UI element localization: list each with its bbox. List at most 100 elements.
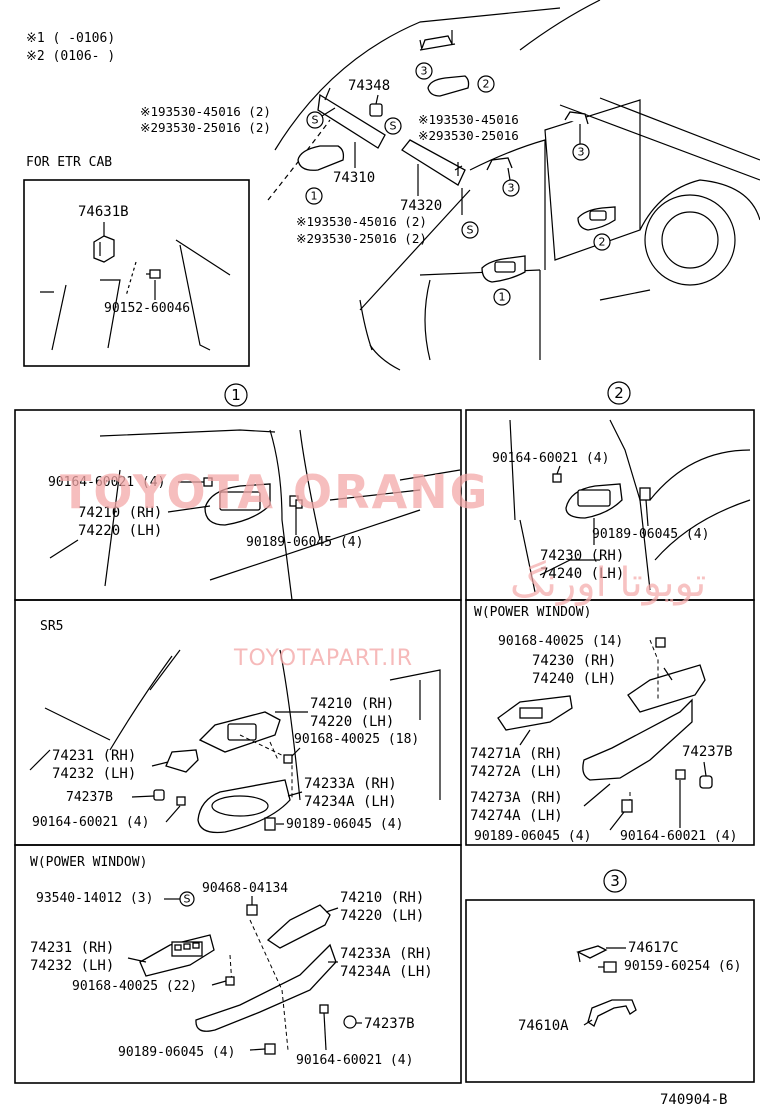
- switch-74231-pw-left: [139, 934, 215, 977]
- pw-right-box: [465, 599, 755, 846]
- assist-grip-right: [564, 111, 589, 145]
- screw-90164-sr5: [176, 796, 186, 806]
- pw-left-label-l: 90164-60021 (4): [296, 1053, 413, 1068]
- label-s-right-1: ※193530-45016: [418, 112, 519, 127]
- armrest-74233a-sr5: [197, 779, 291, 834]
- cap-74237b-sr5: [153, 789, 165, 801]
- callout-1-b: [493, 288, 511, 306]
- sec1-label-c: 74220 (LH): [78, 523, 162, 539]
- pw-left-label-h: 74234A (LH): [340, 964, 433, 980]
- label-74310: 74310: [333, 170, 375, 186]
- clip-90189: [289, 495, 303, 509]
- pw-right-label-b: 74230 (RH): [532, 653, 616, 669]
- pw-right-label-i: 90189-06045 (4): [474, 829, 591, 844]
- assist-grip-top-left: [419, 30, 456, 51]
- pw-left-label-b: 90468-04134: [202, 881, 288, 896]
- switch-74271a-pw: [497, 695, 573, 731]
- nut-90468-pw-left: [246, 904, 258, 916]
- section-2-marker: [607, 381, 631, 405]
- pw-right-label-c: 74240 (LH): [532, 671, 616, 687]
- sr5-label-d: 74231 (RH): [52, 748, 136, 764]
- cap-74237b-pw-right: [699, 775, 713, 789]
- sec2-label-a: 90164-60021 (4): [492, 451, 609, 466]
- bezel-74230-pw: [627, 664, 706, 713]
- clip-90189-sr5: [264, 817, 276, 831]
- clip-90189-pw-right: [621, 799, 633, 813]
- bezel-74210-sr5: [198, 711, 281, 753]
- clip-74631b: [93, 235, 115, 263]
- sec1-label-a: 90164-60021 (4): [48, 475, 165, 490]
- sec3-label-a: 74617C: [628, 940, 679, 956]
- handle-74320: [401, 139, 466, 186]
- screw-90164-pw-left: [319, 1004, 329, 1014]
- screw-90168-pw-left: [225, 976, 235, 986]
- sr5-label-j: 90189-06045 (4): [286, 817, 403, 832]
- callout-1-b-num: 1: [499, 291, 506, 304]
- diagram-code: 740904-B: [660, 1092, 727, 1108]
- sr5-title: SR5: [40, 619, 63, 634]
- screw-90152-60046: [146, 269, 161, 279]
- etr-label-90152: 90152-60046: [104, 301, 190, 316]
- label-s-mid-1: ※193530-45016 (2): [296, 214, 427, 229]
- s-mark-right: S: [390, 120, 397, 133]
- watermark-url: TOYOTAPART.IR: [233, 646, 413, 671]
- legend-note-1: ※1 ( -0106): [26, 31, 115, 46]
- screw-90164-pw-right: [675, 769, 686, 780]
- legend-note-2: ※2 (0106- ): [26, 49, 115, 64]
- callout-2-b: [593, 233, 611, 251]
- pw-left-label-g: 74233A (RH): [340, 946, 433, 962]
- s-circle-mid: [461, 221, 479, 239]
- screw-90159-60254: [598, 961, 617, 973]
- s-mark-pw-left: S: [184, 893, 191, 906]
- pw-left-label-c: 74210 (RH): [340, 890, 424, 906]
- sec2-label-b: 90189-06045 (4): [592, 527, 709, 542]
- section-3-num: 3: [610, 872, 620, 890]
- sr5-label-i: 90164-60021 (4): [32, 815, 149, 830]
- sec2-label-d: 74240 (LH): [540, 566, 624, 582]
- pw-left-box: [14, 844, 462, 1084]
- callout-3-c-num: 3: [508, 182, 515, 195]
- callout-3-b-num: 3: [578, 146, 585, 159]
- label-74348: 74348: [348, 78, 390, 94]
- callout-3-a-num: 3: [421, 65, 428, 78]
- screw-93540-pw-left: S: [179, 891, 195, 907]
- sr5-label-f: 74233A (RH): [304, 776, 397, 792]
- pw-left-label-a: 93540-14012 (3): [36, 891, 153, 906]
- callout-2-b-num: 2: [599, 236, 606, 249]
- door-pull-left: [297, 145, 345, 171]
- sec3-label-c: 74610A: [518, 1018, 569, 1034]
- s-circle-left: [306, 111, 324, 129]
- sr5-label-e: 74232 (LH): [52, 766, 136, 782]
- screw-90164-b: [552, 473, 562, 483]
- etr-title: FOR ETR CAB: [26, 155, 112, 170]
- clip-90189-pw-left: [264, 1043, 276, 1055]
- pw-right-label-j: 90164-60021 (4): [620, 829, 737, 844]
- cap-74237b-pw-left: [343, 1015, 357, 1029]
- pw-right-label-g: 74273A (RH): [470, 790, 563, 806]
- pw-right-label-e: 74272A (LH): [470, 764, 563, 780]
- label-s-right-2: ※293530-25016: [418, 128, 519, 143]
- etr-label-74631b: 74631B: [78, 204, 129, 220]
- clip-90189-b: [639, 487, 651, 501]
- callout-2-a: [477, 75, 495, 93]
- handle-74210: [204, 483, 271, 526]
- armrest-74273a-pw: [582, 698, 693, 781]
- pw-right-label-h: 74274A (LH): [470, 808, 563, 824]
- section-2-num: 2: [614, 384, 624, 402]
- pw-left-title: W(POWER WINDOW): [30, 855, 147, 870]
- etr-box: [23, 179, 250, 367]
- section-3-box: [465, 899, 755, 1083]
- s-mark-left: S: [312, 114, 319, 127]
- pw-left-label-i: 90168-40025 (22): [72, 979, 197, 994]
- switch-74231-sr5: [165, 749, 199, 773]
- pw-right-label-f: 74237B: [682, 744, 733, 760]
- section-3-marker: [603, 869, 627, 893]
- sec2-label-c: 74230 (RH): [540, 548, 624, 564]
- sec3-label-b: 90159-60254 (6): [624, 959, 741, 974]
- sr5-label-a: 74210 (RH): [310, 696, 394, 712]
- watermark-fa: تویوتا اورنگ: [510, 560, 706, 606]
- label-s-left-2: ※293530-25016 (2): [140, 120, 271, 135]
- pw-left-label-f: 74232 (LH): [30, 958, 114, 974]
- vehicle-outline: [267, 0, 760, 371]
